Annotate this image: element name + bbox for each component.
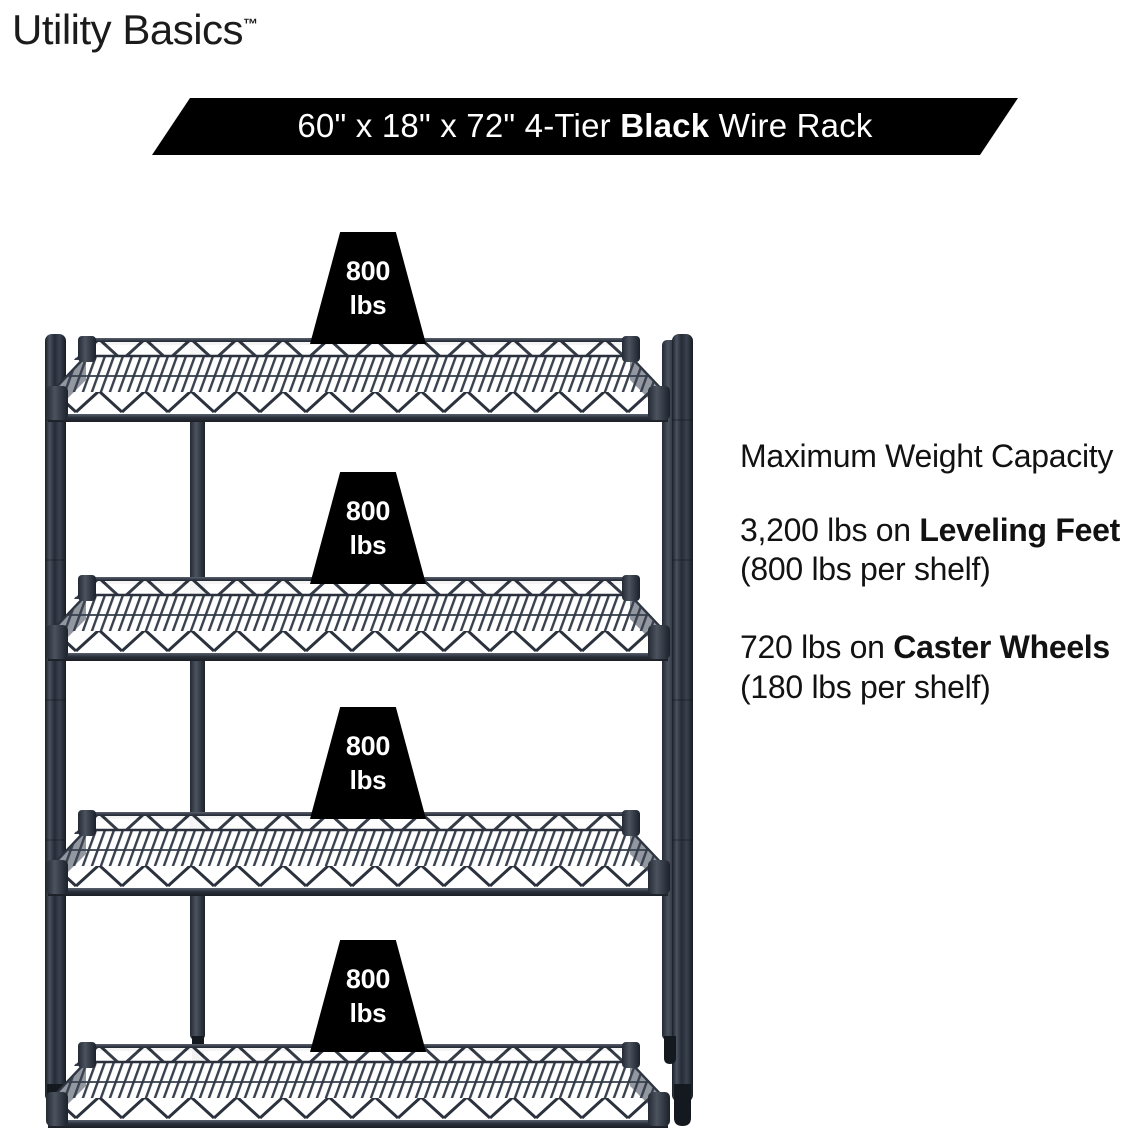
shelf-weight-badge: 800 lbs [310,232,426,344]
caster-suffix: (180 lbs per shelf) [740,668,991,705]
badge-unit: lbs [349,289,387,320]
banner-prefix: 60" x 18" x 72" 4-Tier [297,107,621,144]
brand-name: Utility Basics [12,6,244,53]
leveling-foot-front-right [674,1084,691,1126]
shelf-tier-4 [44,1040,672,1130]
capacity-info-block: Maximum Weight Capacity 3,200 lbs on Lev… [740,437,1133,707]
shelf-tier-1 [44,334,672,424]
badge-value: 800 [345,256,391,287]
shelf-weight-badge: 800 lbs [310,940,426,1052]
badge-unit: lbs [349,764,387,795]
shelf-tier-3 [44,808,672,898]
banner-suffix: Wire Rack [709,107,873,144]
leveling-emphasis: Leveling Feet [919,511,1120,548]
brand-title: Utility Basics™ [12,6,258,54]
leveling-suffix: (800 lbs per shelf) [740,551,991,588]
product-title-text: 60" x 18" x 72" 4-Tier Black Wire Rack [297,107,872,145]
banner-emphasis: Black [620,107,710,144]
caster-emphasis: Caster Wheels [893,629,1110,666]
shelf-weight-badge: 800 lbs [310,472,426,584]
shelf-weight-badge: 800 lbs [310,707,426,819]
rack-post-front-left [45,334,66,1126]
badge-value: 800 [345,964,391,995]
product-title-banner: 60" x 18" x 72" 4-Tier Black Wire Rack [152,98,1018,155]
capacity-leveling-feet: 3,200 lbs on Leveling Feet (800 lbs per … [740,511,1133,590]
caster-prefix: 720 lbs on [740,629,894,666]
wire-rack-illustration [44,334,693,1130]
capacity-caster-wheels: 720 lbs on Caster Wheels (180 lbs per sh… [740,628,1133,707]
leveling-foot-back-right [664,1036,676,1064]
rack-post-front-right [672,334,693,1126]
badge-value: 800 [345,496,391,527]
rack-post-back-left [190,340,205,1040]
badge-unit: lbs [349,529,387,560]
wire-rack-svg [44,334,693,1130]
trademark-symbol: ™ [243,16,259,33]
leveling-prefix: 3,200 lbs on [740,511,920,548]
badge-unit: lbs [349,997,387,1028]
badge-value: 800 [345,731,391,762]
capacity-heading: Maximum Weight Capacity [740,438,1114,474]
shelf-tier-2 [44,573,672,663]
